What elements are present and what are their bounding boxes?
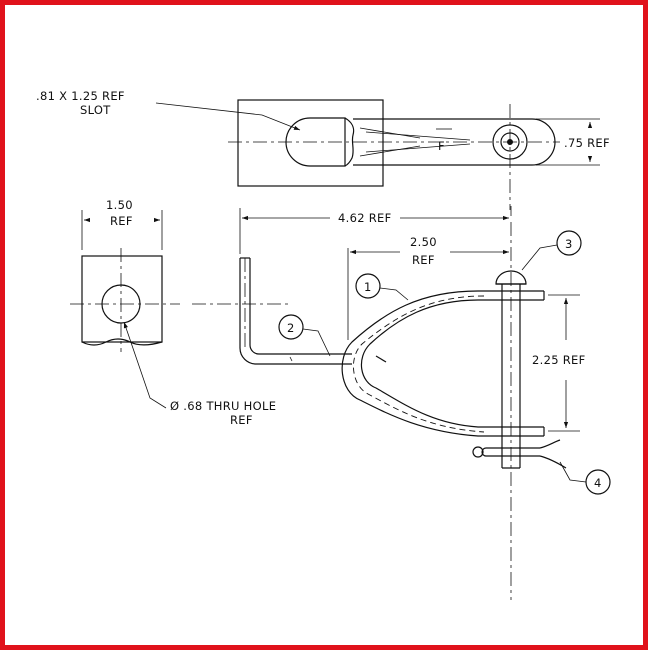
technical-drawing: F .75 REF .81 X 1.25 REF SLOT 1.50 REF <box>36 89 611 600</box>
balloon-1: 1 <box>355 273 409 301</box>
slot-outline <box>285 117 346 167</box>
balloon-4: 4 <box>559 461 611 495</box>
spacing-dimension: 2.25 REF <box>532 353 586 367</box>
slot-dimension: .81 X 1.25 REF <box>36 89 125 103</box>
balloon-2: 2 <box>278 314 331 357</box>
top-view-letter: F <box>438 139 445 153</box>
block-width-ref: REF <box>110 214 133 228</box>
hole-dimension: Ø .68 THRU HOLE <box>170 399 276 413</box>
side-view: 4.62 REF 2.50 REF 2.25 REF <box>239 206 586 600</box>
clevis-dimension: 2.50 <box>410 235 437 249</box>
overall-dimension: 4.62 REF <box>338 211 392 225</box>
balloon-1-label: 1 <box>364 280 372 294</box>
pin-head <box>495 270 527 285</box>
block-width-dimension: 1.50 <box>106 198 133 212</box>
slot-label: SLOT <box>80 103 111 117</box>
top-view: F .75 REF .81 X 1.25 REF SLOT <box>36 89 610 210</box>
hole-dimension-ref: REF <box>230 413 253 427</box>
width-dimension: .75 REF <box>564 136 610 150</box>
block-view-outline <box>81 255 163 343</box>
balloon-4-label: 4 <box>594 476 602 490</box>
block-view: 1.50 REF Ø .68 THRU HOLE REF <box>70 198 290 427</box>
clevis-dimension-ref: REF <box>412 253 435 267</box>
balloon-3: 3 <box>521 230 582 271</box>
balloon-3-label: 3 <box>565 237 573 251</box>
balloon-2-label: 2 <box>287 321 295 335</box>
top-view-block <box>237 99 384 187</box>
